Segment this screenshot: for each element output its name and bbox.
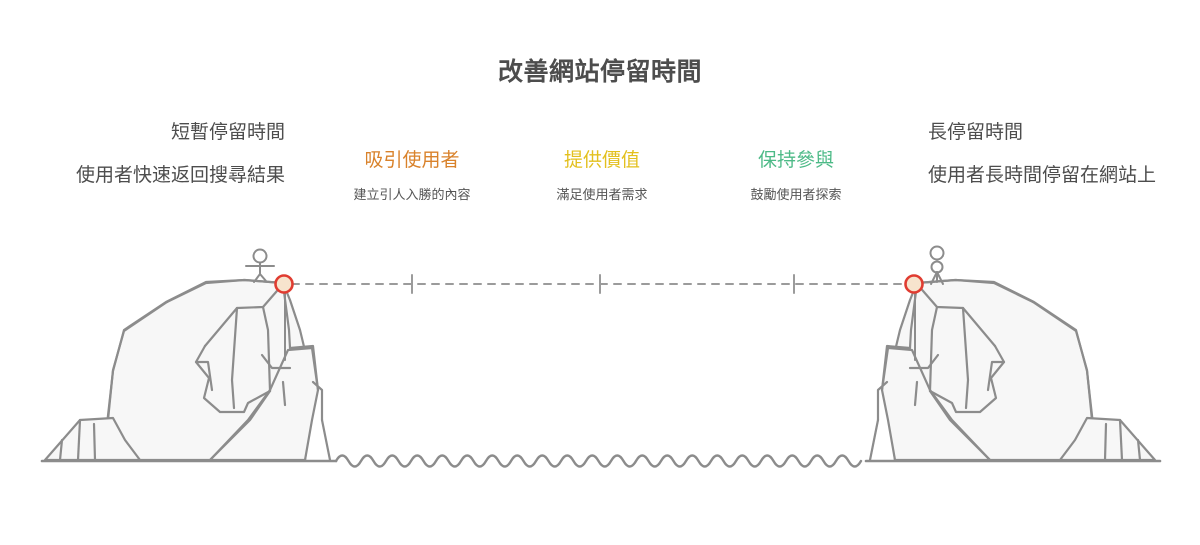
milestone-label-2: 提供價值 滿足使用者需求	[497, 148, 707, 205]
endpoint-right-body: 使用者長時間停留在網站上	[928, 165, 1157, 186]
page-title: 改善網站停留時間	[497, 58, 702, 86]
left-foothill	[43, 416, 142, 462]
right-facet-12	[868, 418, 880, 462]
milestone-1-heading: 吸引使用者	[364, 150, 460, 171]
right-foothill	[1058, 416, 1157, 462]
milestone-3-body: 鼓勵使用者探索	[750, 187, 842, 202]
milestone-3-heading: 保持參與	[757, 150, 834, 171]
left-foothill-line-2	[92, 422, 97, 462]
endpoint-right-heading: 長停留時間	[928, 122, 1024, 143]
timeline-dashed-connector	[291, 274, 909, 294]
endpoint-label-left: 短暫停留時間 使用者快速返回搜尋結果	[40, 118, 285, 191]
endpoint-left-body: 使用者快速返回搜尋結果	[75, 165, 285, 186]
endpoint-left-heading: 短暫停留時間	[170, 122, 285, 143]
left-foothill-line-1	[76, 418, 82, 462]
right-ridge-lower	[1031, 300, 1098, 462]
left-facet-12	[320, 418, 332, 462]
right-foothill-line-2	[1103, 422, 1108, 462]
right-mountain	[868, 278, 1157, 462]
left-facet-8	[260, 353, 292, 370]
left-facet-11	[208, 389, 272, 462]
right-facet-7	[880, 344, 912, 392]
left-ridge-lower	[102, 300, 169, 462]
left-facet-10	[311, 380, 324, 422]
milestone-label-1: 吸引使用者 建立引人入勝的內容	[307, 148, 517, 205]
left-facet-4	[194, 360, 214, 392]
right-facet-10	[876, 380, 889, 422]
right-facet-8	[908, 353, 940, 370]
left-facet-9	[281, 380, 287, 407]
wavy-water-line	[334, 454, 863, 468]
left-facet-3	[194, 344, 272, 414]
left-facet-7	[288, 344, 320, 392]
right-facet-2	[961, 306, 970, 410]
milestone-label-3: 保持參與 鼓勵使用者探索	[691, 148, 901, 205]
right-facet-4	[986, 360, 1006, 392]
left-foothill-line-3	[58, 438, 64, 462]
right-foothill-line-3	[1136, 438, 1142, 462]
milestone-2-body: 滿足使用者需求	[556, 187, 648, 202]
milestone-1-body: 建立引人入勝的內容	[353, 187, 471, 202]
left-summit-ridge	[165, 278, 285, 304]
left-mountain	[43, 278, 332, 462]
milestone-2-heading: 提供價值	[563, 150, 640, 171]
left-facet-5	[261, 305, 272, 393]
right-facet-9	[913, 380, 919, 407]
right-foothill-line-1	[1118, 418, 1124, 462]
right-facet-1	[915, 282, 997, 348]
right-facet-11	[928, 389, 992, 462]
endpoint-label-right: 長停留時間 使用者長時間停留在網站上	[928, 118, 1178, 191]
left-facet-2	[230, 306, 239, 410]
left-facet-1	[203, 282, 285, 348]
endpoint-marker-right	[904, 274, 924, 294]
right-facet-3	[928, 344, 1006, 414]
stick-figure-standing	[929, 245, 945, 285]
right-facet-5	[928, 305, 939, 393]
stick-figure-arms-out	[245, 248, 275, 283]
endpoint-marker-left	[274, 274, 294, 294]
